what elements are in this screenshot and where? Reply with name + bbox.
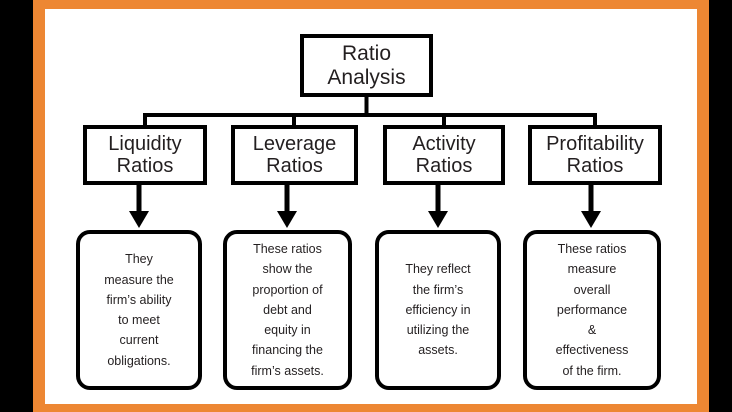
category-node-activity-ratios[interactable]: Activity Ratios bbox=[383, 125, 505, 185]
description-node-leverage-ratios[interactable]: These ratios show the proportion of debt… bbox=[223, 230, 352, 390]
description-node-activity-ratios[interactable]: They reflect the firm’s efficiency in ut… bbox=[375, 230, 501, 390]
description-node-liquidity-ratios[interactable]: They measure the firm’s ability to meet … bbox=[76, 230, 202, 390]
orange-border-frame: Ratio Analysis Liquidity Ratios Leverage… bbox=[33, 0, 709, 412]
arrow-profitability bbox=[581, 185, 601, 228]
description-node-text: They reflect the firm’s efficiency in ut… bbox=[405, 262, 471, 358]
description-node-text: They measure the firm’s ability to meet … bbox=[104, 252, 174, 368]
description-node-profitability-ratios[interactable]: These ratios measure overall performance… bbox=[523, 230, 661, 390]
category-node-label: Leverage Ratios bbox=[252, 132, 337, 177]
root-node-label: Ratio Analysis bbox=[327, 41, 406, 89]
arrow-leverage bbox=[277, 185, 297, 228]
category-node-liquidity-ratios[interactable]: Liquidity Ratios bbox=[83, 125, 207, 185]
arrow-activity bbox=[428, 185, 448, 228]
category-node-leverage-ratios[interactable]: Leverage Ratios bbox=[231, 125, 358, 185]
description-node-text: These ratios measure overall performance… bbox=[555, 242, 629, 378]
category-node-label: Activity Ratios bbox=[412, 132, 476, 177]
diagram-canvas: Ratio Analysis Liquidity Ratios Leverage… bbox=[45, 9, 697, 404]
category-node-label: Profitability Ratios bbox=[546, 132, 644, 177]
root-node-ratio-analysis[interactable]: Ratio Analysis bbox=[300, 34, 433, 97]
description-node-text: These ratios show the proportion of debt… bbox=[251, 242, 324, 378]
category-node-profitability-ratios[interactable]: Profitability Ratios bbox=[528, 125, 662, 185]
arrow-liquidity bbox=[129, 185, 149, 228]
category-node-label: Liquidity Ratios bbox=[108, 132, 182, 177]
